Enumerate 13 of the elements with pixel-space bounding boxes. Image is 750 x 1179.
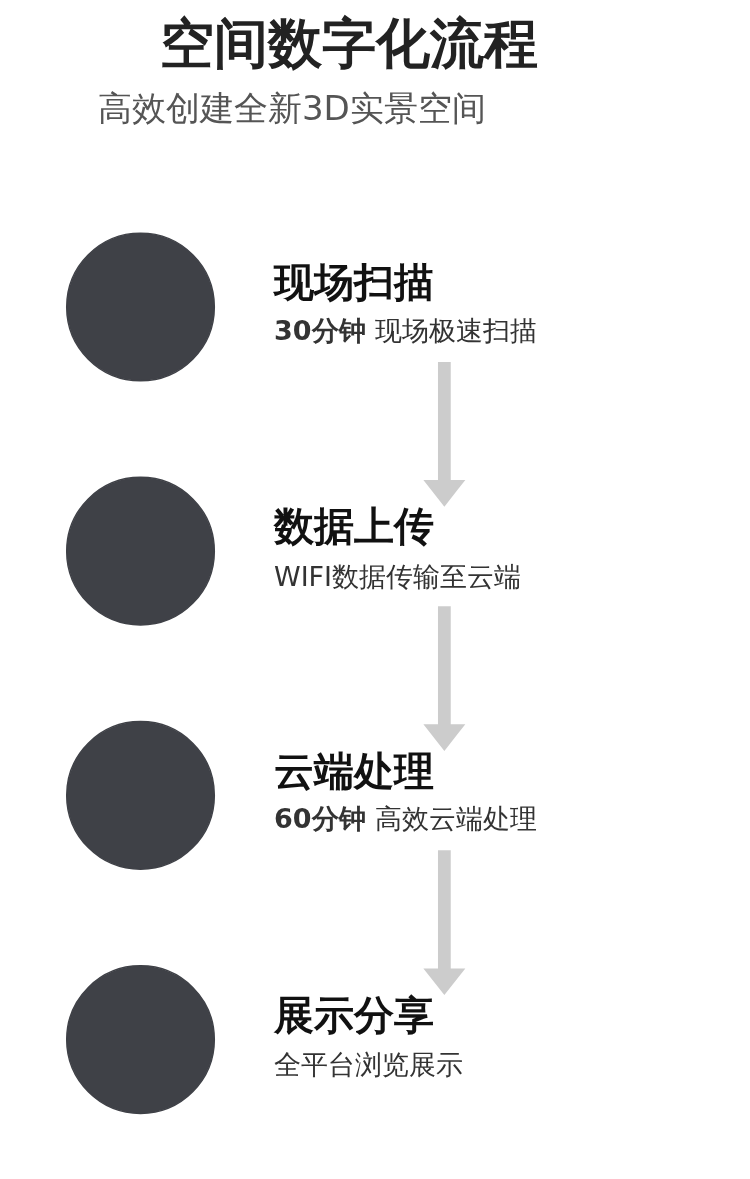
node-text: 云端处理 60分钟 高效云端处理: [273, 747, 537, 835]
node-circle: [65, 476, 215, 626]
arrow: [422, 361, 465, 507]
node-text: 现场扫描 30分钟 现场极速扫描: [273, 259, 537, 346]
diagram-title: 空间数字化流程: [159, 11, 538, 75]
node-text: 展示分享 全平台浏览展示: [273, 991, 463, 1080]
node-circle: [65, 232, 215, 382]
node-circle: [65, 965, 215, 1115]
arrow: [422, 850, 465, 996]
arrow: [422, 606, 465, 751]
node-text: 数据上传 WIFI数据传输至云端: [273, 503, 521, 592]
label: 高效创建全新3D实景空间: [97, 87, 486, 128]
node-circle: [65, 720, 215, 870]
